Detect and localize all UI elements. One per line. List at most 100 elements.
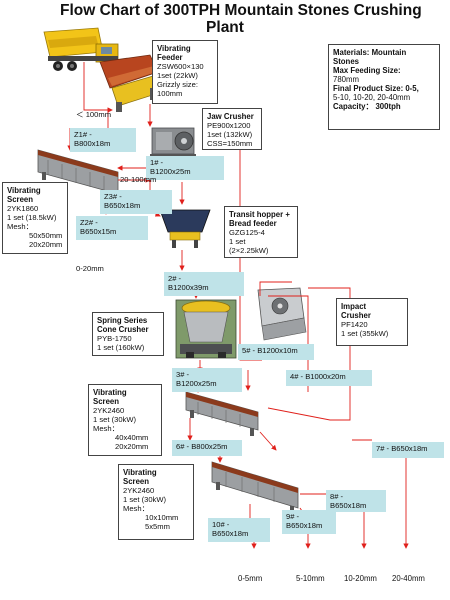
impact-name-2: Crusher (341, 311, 403, 320)
materials-line-7: Capacity： 300tph (333, 102, 435, 111)
belt-2-size: B1200x39m (168, 283, 240, 292)
screen1-model: 2YK1860 (7, 204, 63, 213)
vibrating-screen-2-icon (186, 392, 258, 436)
belt-8-size: B650x18m (330, 501, 382, 510)
belt-8: 8# - B650x18m (326, 490, 386, 512)
belt-z1-size: B800x18m (74, 139, 132, 148)
cone-model: PYB-1750 (97, 334, 159, 343)
feeder-extra-1: Grizzly size: (157, 80, 213, 89)
screen2-name-2: Screen (93, 397, 157, 406)
belt-4: 4# - B1000x20m (286, 370, 372, 386)
vibrating-screen-3-box: Vibrating Screen 2YK2460 1 set (30kW) Me… (118, 464, 194, 540)
feeder-name-2: Feeder (157, 53, 213, 62)
screen2-mesh-1: 40x40mm (93, 433, 157, 442)
title-line-1: Flow Chart of 300TPH Mountain Stones Cru… (60, 2, 390, 19)
materials-line-4: 780mm (333, 75, 435, 84)
flow-label-lt100: ＜ 100mm (76, 110, 111, 119)
screen1-mesh-label: Mesh： (7, 222, 63, 231)
impact-qty: 1 set (355kW) (341, 329, 403, 338)
feeder-name-1: Vibrating (157, 44, 213, 53)
belt-8-id: 8# - (330, 492, 382, 501)
belt-z2: Z2# - B650x15m (76, 216, 148, 240)
vibrating-screen-2-box: Vibrating Screen 2YK2460 1 set (30kW) Me… (88, 384, 162, 456)
flow-label-20-100: 20-100mm (120, 175, 156, 184)
impact-crusher-box: Impact Crusher PF1420 1 set (355kW) (336, 298, 408, 346)
belt-2-id: 2# - (168, 274, 240, 283)
vibrating-feeder-box: Vibrating Feeder ZSW600×130 1set (22kW) … (152, 40, 218, 104)
belt-z1-id: Z1# - (74, 130, 132, 139)
materials-line-1: Materials: Mountain (333, 48, 435, 57)
screen1-mesh-2: 20x20mm (7, 240, 63, 249)
hopper-name-1: Transit hopper + (229, 210, 293, 219)
screen3-model: 2YK2460 (123, 486, 189, 495)
flow-label-0-20: 0-20mm (76, 264, 104, 273)
belt-9-size: B650x18m (286, 521, 332, 530)
page-title: Flow Chart of 300TPH Mountain Stones Cru… (60, 2, 390, 36)
belt-10: 10# - B650x18m (208, 518, 270, 542)
hopper-extra: (2×2.25kW) (229, 246, 293, 255)
belt-7-text: 7# - B650x18m (376, 444, 440, 453)
screen3-qty: 1 set (30kW) (123, 495, 189, 504)
transit-hopper-box: Transit hopper + Bread feeder GZG125-4 1… (224, 206, 298, 258)
feeder-model: ZSW600×130 (157, 62, 213, 71)
screen2-model: 2YK2460 (93, 406, 157, 415)
materials-info-box: Materials: Mountain Stones Max Feeding S… (328, 44, 440, 130)
impact-model: PF1420 (341, 320, 403, 329)
hopper-model: GZG125-4 (229, 228, 293, 237)
belt-z2-size: B650x15m (80, 227, 144, 236)
belt-z1: Z1# - B800x18m (70, 128, 136, 152)
belt-1: 1# - B1200x25m (146, 156, 224, 180)
feeder-qty: 1set (22kW) (157, 71, 213, 80)
jaw-crusher-name: Jaw Crusher (207, 112, 257, 121)
jaw-crusher-qty: 1set (132kW) (207, 130, 257, 139)
belt-3-size: B1200x25m (176, 379, 238, 388)
product-5-10: 5-10mm (296, 574, 325, 583)
belt-6: 6# - B800x25m (172, 440, 242, 456)
belt-9: 9# - B650x18m (282, 510, 336, 534)
belt-z3-id: Z3# - (104, 192, 168, 201)
product-0-5: 0-5mm (238, 574, 262, 583)
screen3-mesh-2: 5x5mm (123, 522, 189, 531)
belt-1-id: 1# - (150, 158, 220, 167)
screen3-mesh-1: 10x10mm (123, 513, 189, 522)
belt-z3-size: B650x18m (104, 201, 168, 210)
vibrating-screen-1-box: Vibrating Screen 2YK1860 1 set (18.5kW) … (2, 182, 68, 254)
belt-5-text: 5# - B1200x10m (242, 346, 310, 355)
belt-3-id: 3# - (176, 370, 238, 379)
screen3-mesh-label: Mesh： (123, 504, 189, 513)
cone-crusher-box: Spring Series Cone Crusher PYB-1750 1 se… (92, 312, 164, 356)
materials-line-2: Stones (333, 57, 435, 66)
materials-line-5: Final Product Size: 0-5, (333, 84, 435, 93)
belt-4-text: 4# - B1000x20m (290, 372, 368, 381)
belt-10-id: 10# - (212, 520, 266, 529)
belt-5: 5# - B1200x10m (238, 344, 314, 360)
belt-3: 3# - B1200x25m (172, 368, 242, 392)
screen3-name-1: Vibrating (123, 468, 189, 477)
belt-z2-id: Z2# - (80, 218, 144, 227)
hopper-name-2: Bread feeder (229, 219, 293, 228)
product-20-40: 20-40mm (392, 574, 425, 583)
screen2-name-1: Vibrating (93, 388, 157, 397)
materials-line-3: Max Feeding Size: (333, 66, 435, 75)
cone-crusher-icon (176, 300, 236, 358)
screen1-qty: 1 set (18.5kW) (7, 213, 63, 222)
belt-2: 2# - B1200x39m (164, 272, 244, 296)
vibrating-screen-3-icon (212, 462, 298, 514)
jaw-crusher-icon (150, 128, 196, 158)
screen1-mesh-1: 50x50mm (7, 231, 63, 240)
screen1-name-2: Screen (7, 195, 63, 204)
product-10-20: 10-20mm (344, 574, 377, 583)
screen2-mesh-2: 20x20mm (93, 442, 157, 451)
screen3-name-2: Screen (123, 477, 189, 486)
hopper-qty: 1 set (229, 237, 293, 246)
feeder-extra-2: 100mm (157, 89, 213, 98)
belt-9-id: 9# - (286, 512, 332, 521)
belt-7: 7# - B650x18m (372, 442, 444, 458)
cone-name-1: Spring Series (97, 316, 159, 325)
belt-10-size: B650x18m (212, 529, 266, 538)
belt-1-size: B1200x25m (150, 167, 220, 176)
belt-6-text: 6# - B800x25m (176, 442, 238, 451)
screen1-name-1: Vibrating (7, 186, 63, 195)
materials-line-6: 5-10, 10-20, 20-40mm (333, 93, 435, 102)
